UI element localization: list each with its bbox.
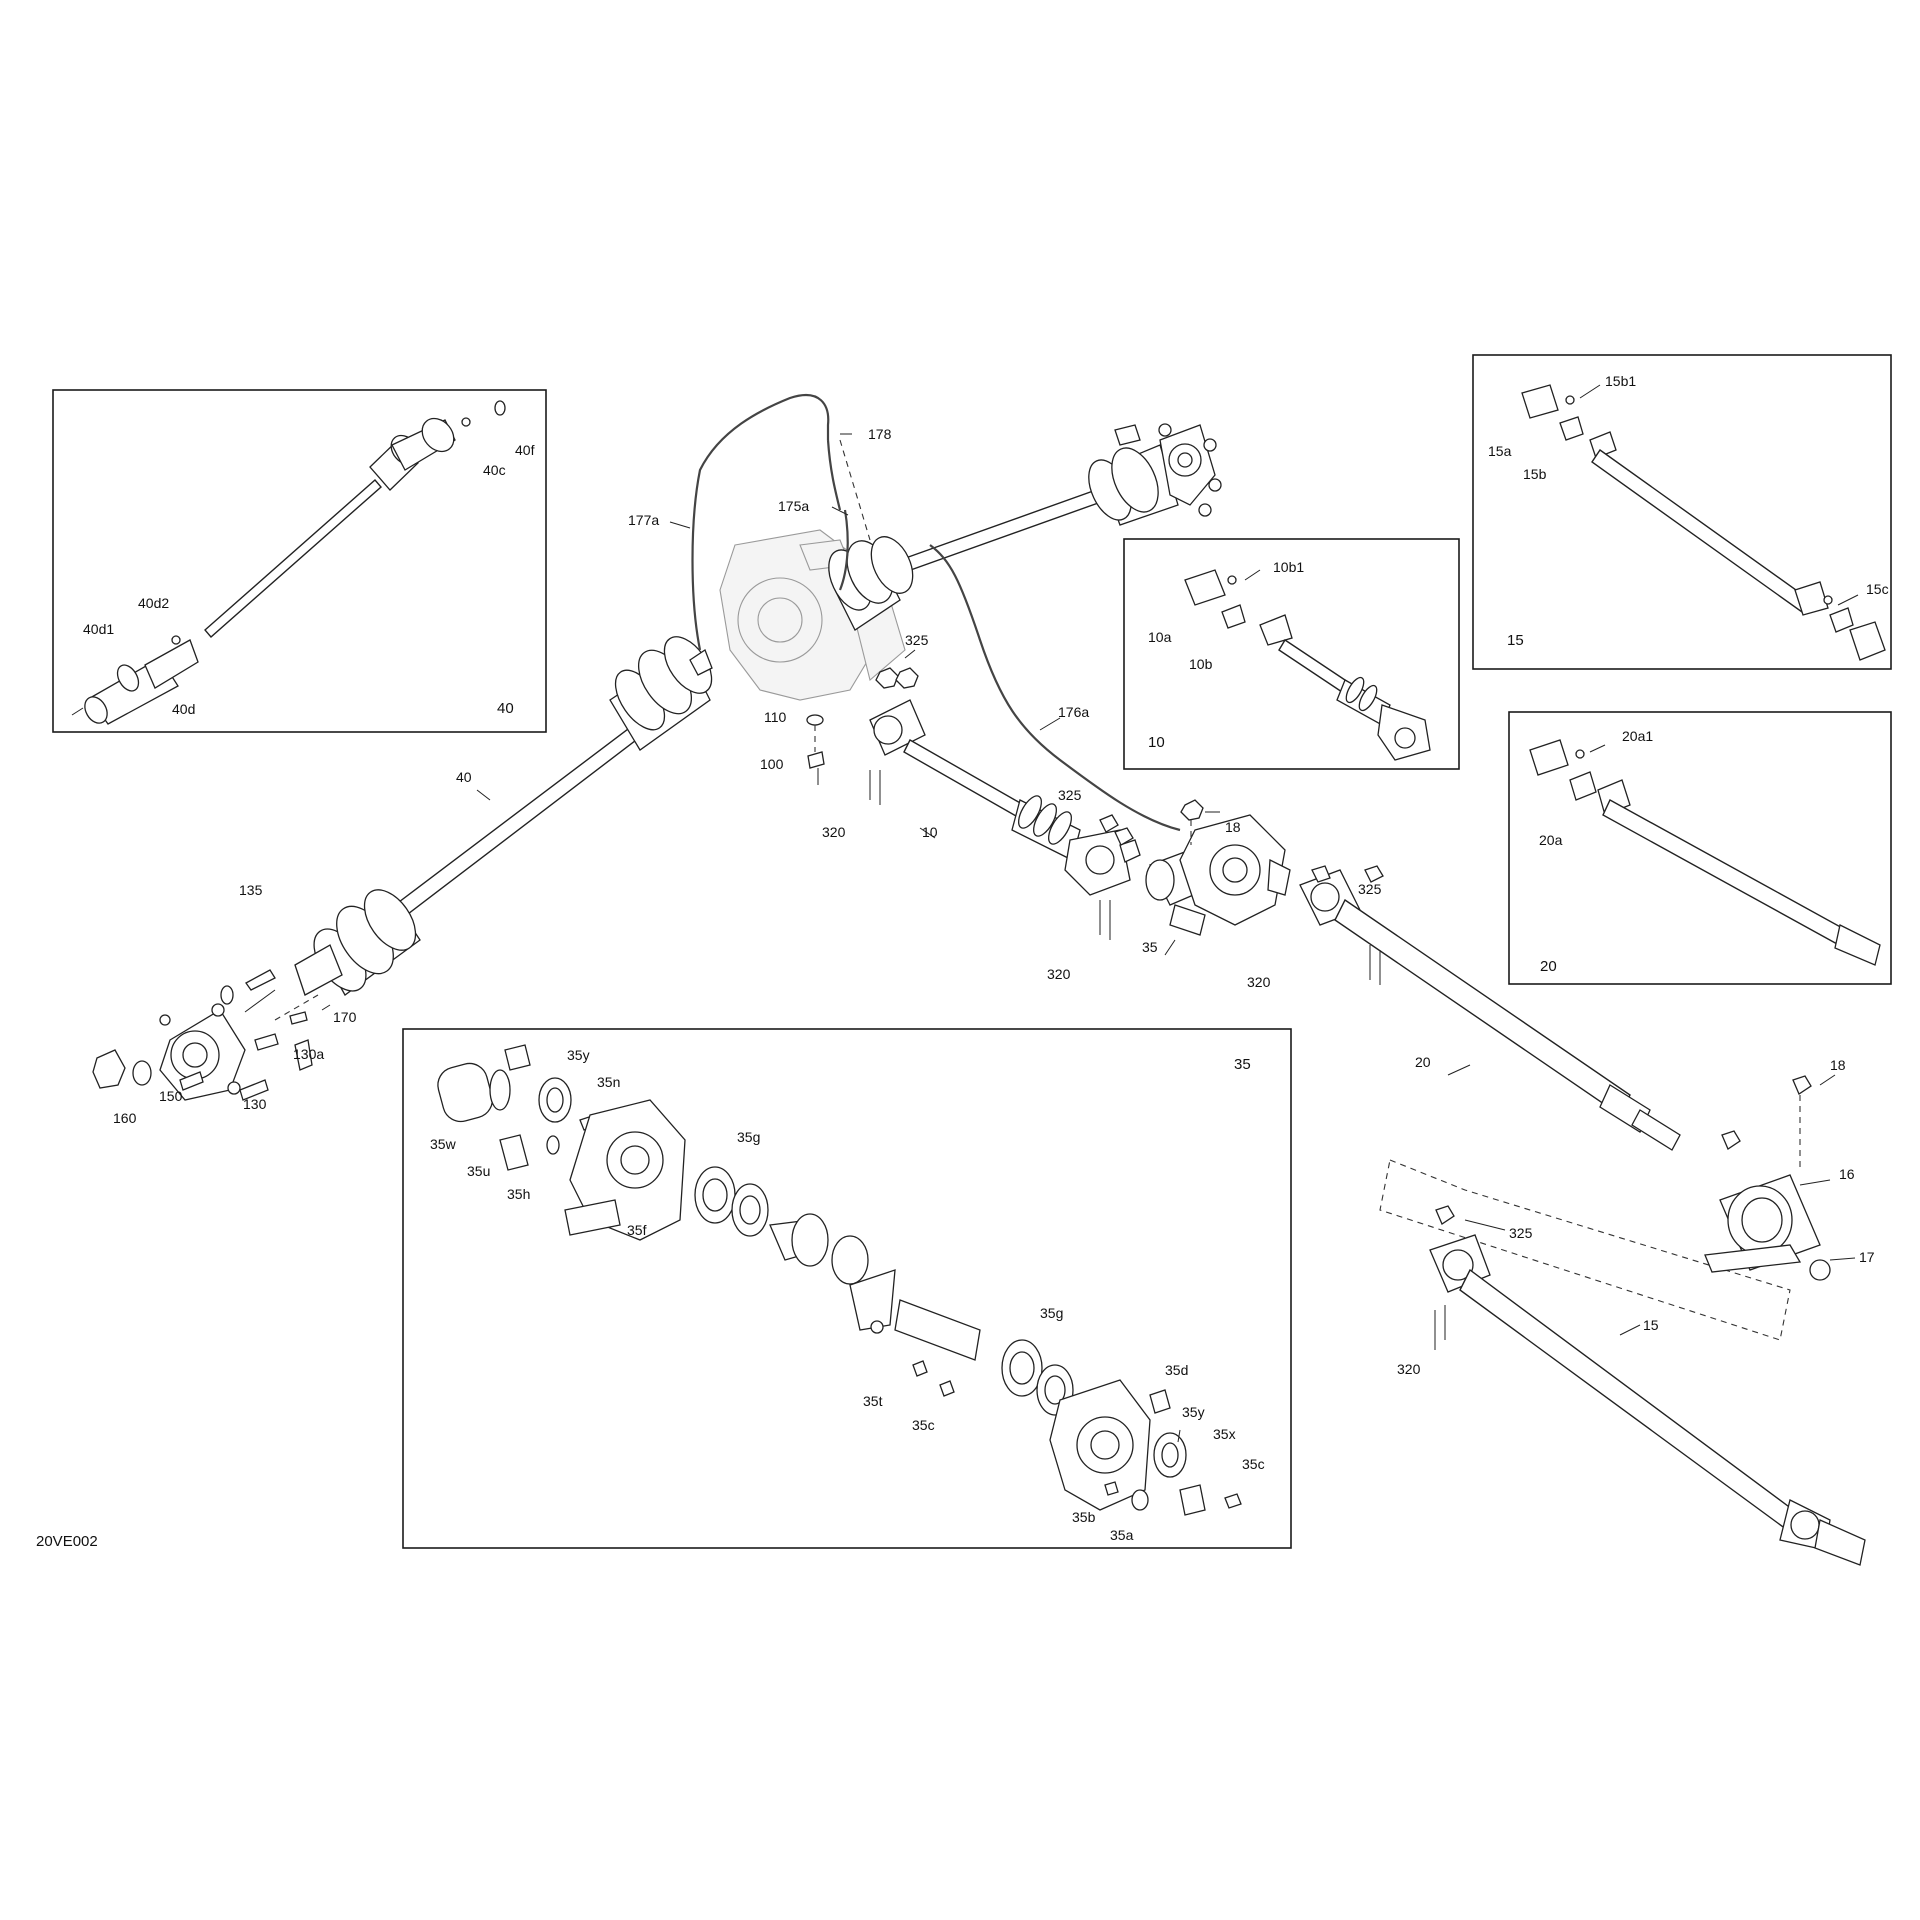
- callout-17: 17: [1859, 1249, 1875, 1265]
- callout-20a: 20a: [1539, 832, 1563, 848]
- inset-40-axle-shaft: [71, 400, 506, 725]
- callout-160: 160: [113, 1110, 137, 1126]
- callout-170: 170: [333, 1009, 357, 1025]
- callout-16: 16: [1839, 1166, 1855, 1182]
- callout-135: 135: [239, 882, 263, 898]
- callout-35y-b: 35y: [1182, 1404, 1205, 1420]
- callout-320-c: 320: [1247, 974, 1271, 990]
- callout-320-a: 320: [822, 824, 846, 840]
- callout-10b: 10b: [1189, 656, 1213, 672]
- callout-176a: 176a: [1058, 704, 1090, 720]
- callout-110: 110: [764, 709, 787, 725]
- callout-35g-b: 35g: [1040, 1305, 1064, 1321]
- callout-320-d: 320: [1397, 1361, 1421, 1377]
- callout-35g-a: 35g: [737, 1129, 761, 1145]
- inset-20-shaft: [1529, 739, 1881, 966]
- callout-40d: 40d: [172, 701, 196, 717]
- callout-10: 10: [922, 824, 938, 840]
- inset-35-gearbox-parts: [437, 1044, 1242, 1516]
- callout-40c: 40c: [483, 462, 506, 478]
- callout-150: 150: [159, 1088, 183, 1104]
- callout-35h: 35h: [507, 1186, 531, 1202]
- inset-frame-35: [402, 1028, 1292, 1549]
- callout-35a: 35a: [1110, 1527, 1134, 1543]
- gearbox-35-main: [1145, 799, 1291, 956]
- callout-35y-a: 35y: [567, 1047, 590, 1063]
- callout-130a: 130a: [293, 1046, 325, 1062]
- callout-35u: 35u: [467, 1163, 491, 1179]
- callout-15a: 15a: [1488, 443, 1512, 459]
- callout-35w: 35w: [430, 1136, 456, 1152]
- callout-35x: 35x: [1213, 1426, 1236, 1442]
- inset-number-40: 40: [497, 700, 514, 717]
- inset-number-10: 10: [1148, 734, 1165, 751]
- diff-fasteners: [806, 649, 919, 785]
- callout-10a: 10a: [1148, 629, 1172, 645]
- vent-hoses: [669, 393, 1181, 832]
- inset-number-20: 20: [1540, 958, 1557, 975]
- callout-18-b: 18: [1830, 1057, 1846, 1073]
- callout-35c-a: 35c: [912, 1417, 935, 1433]
- callout-100: 100: [760, 756, 784, 772]
- diagram-id-label: 20VE002: [36, 1533, 98, 1550]
- callout-35f: 35f: [627, 1222, 647, 1238]
- callout-35: 35: [1142, 939, 1158, 955]
- callout-325-c: 325: [1358, 881, 1382, 897]
- callout-320-b: 320: [1047, 966, 1071, 982]
- upper-right-axle: [828, 423, 1222, 631]
- callout-35t: 35t: [863, 1393, 883, 1409]
- callout-178: 178: [868, 426, 892, 442]
- callout-130: 130: [243, 1096, 267, 1112]
- callout-325-b: 325: [1058, 787, 1082, 803]
- callout-20: 20: [1415, 1054, 1431, 1070]
- callout-175a: 175a: [778, 498, 810, 514]
- callout-177a: 177a: [628, 512, 660, 528]
- callout-15b: 15b: [1523, 466, 1547, 482]
- prop-shaft-10: [869, 699, 1141, 940]
- inset-10-shaft: [1184, 569, 1431, 761]
- callout-325-d: 325: [1509, 1225, 1533, 1241]
- inset-number-35: 35: [1234, 1056, 1251, 1073]
- inset-frame-10: [1123, 538, 1460, 770]
- callout-35n: 35n: [597, 1074, 621, 1090]
- callout-40f: 40f: [515, 442, 535, 458]
- callout-35b: 35b: [1072, 1509, 1096, 1525]
- callout-10b1: 10b1: [1273, 559, 1305, 575]
- inset-frame-20: [1508, 711, 1892, 985]
- inset-frame-40: [52, 389, 547, 733]
- callout-325-top: 325: [905, 632, 929, 648]
- callout-18-a: 18: [1225, 819, 1241, 835]
- inset-number-15: 15: [1507, 632, 1524, 649]
- callout-40: 40: [456, 769, 472, 785]
- callout-15c: 15c: [1866, 581, 1889, 597]
- main-axle-40: [294, 636, 713, 996]
- callout-35c-b: 35c: [1242, 1456, 1265, 1472]
- prop-shaft-15: [1429, 1205, 1866, 1566]
- callout-15: 15: [1643, 1317, 1659, 1333]
- callout-35d: 35d: [1165, 1362, 1189, 1378]
- callout-20a1: 20a1: [1622, 728, 1654, 744]
- inset-frame-15: [1472, 354, 1892, 670]
- callout-40d2: 40d2: [138, 595, 170, 611]
- prop-shaft-20: [1299, 865, 1681, 1151]
- callout-40d1: 40d1: [83, 621, 115, 637]
- inset-15-shaft: [1521, 384, 1886, 661]
- callout-15b1: 15b1: [1605, 373, 1637, 389]
- wheel-hub-assembly: [92, 969, 331, 1101]
- carrier-bearing-group: [1379, 1074, 1856, 1341]
